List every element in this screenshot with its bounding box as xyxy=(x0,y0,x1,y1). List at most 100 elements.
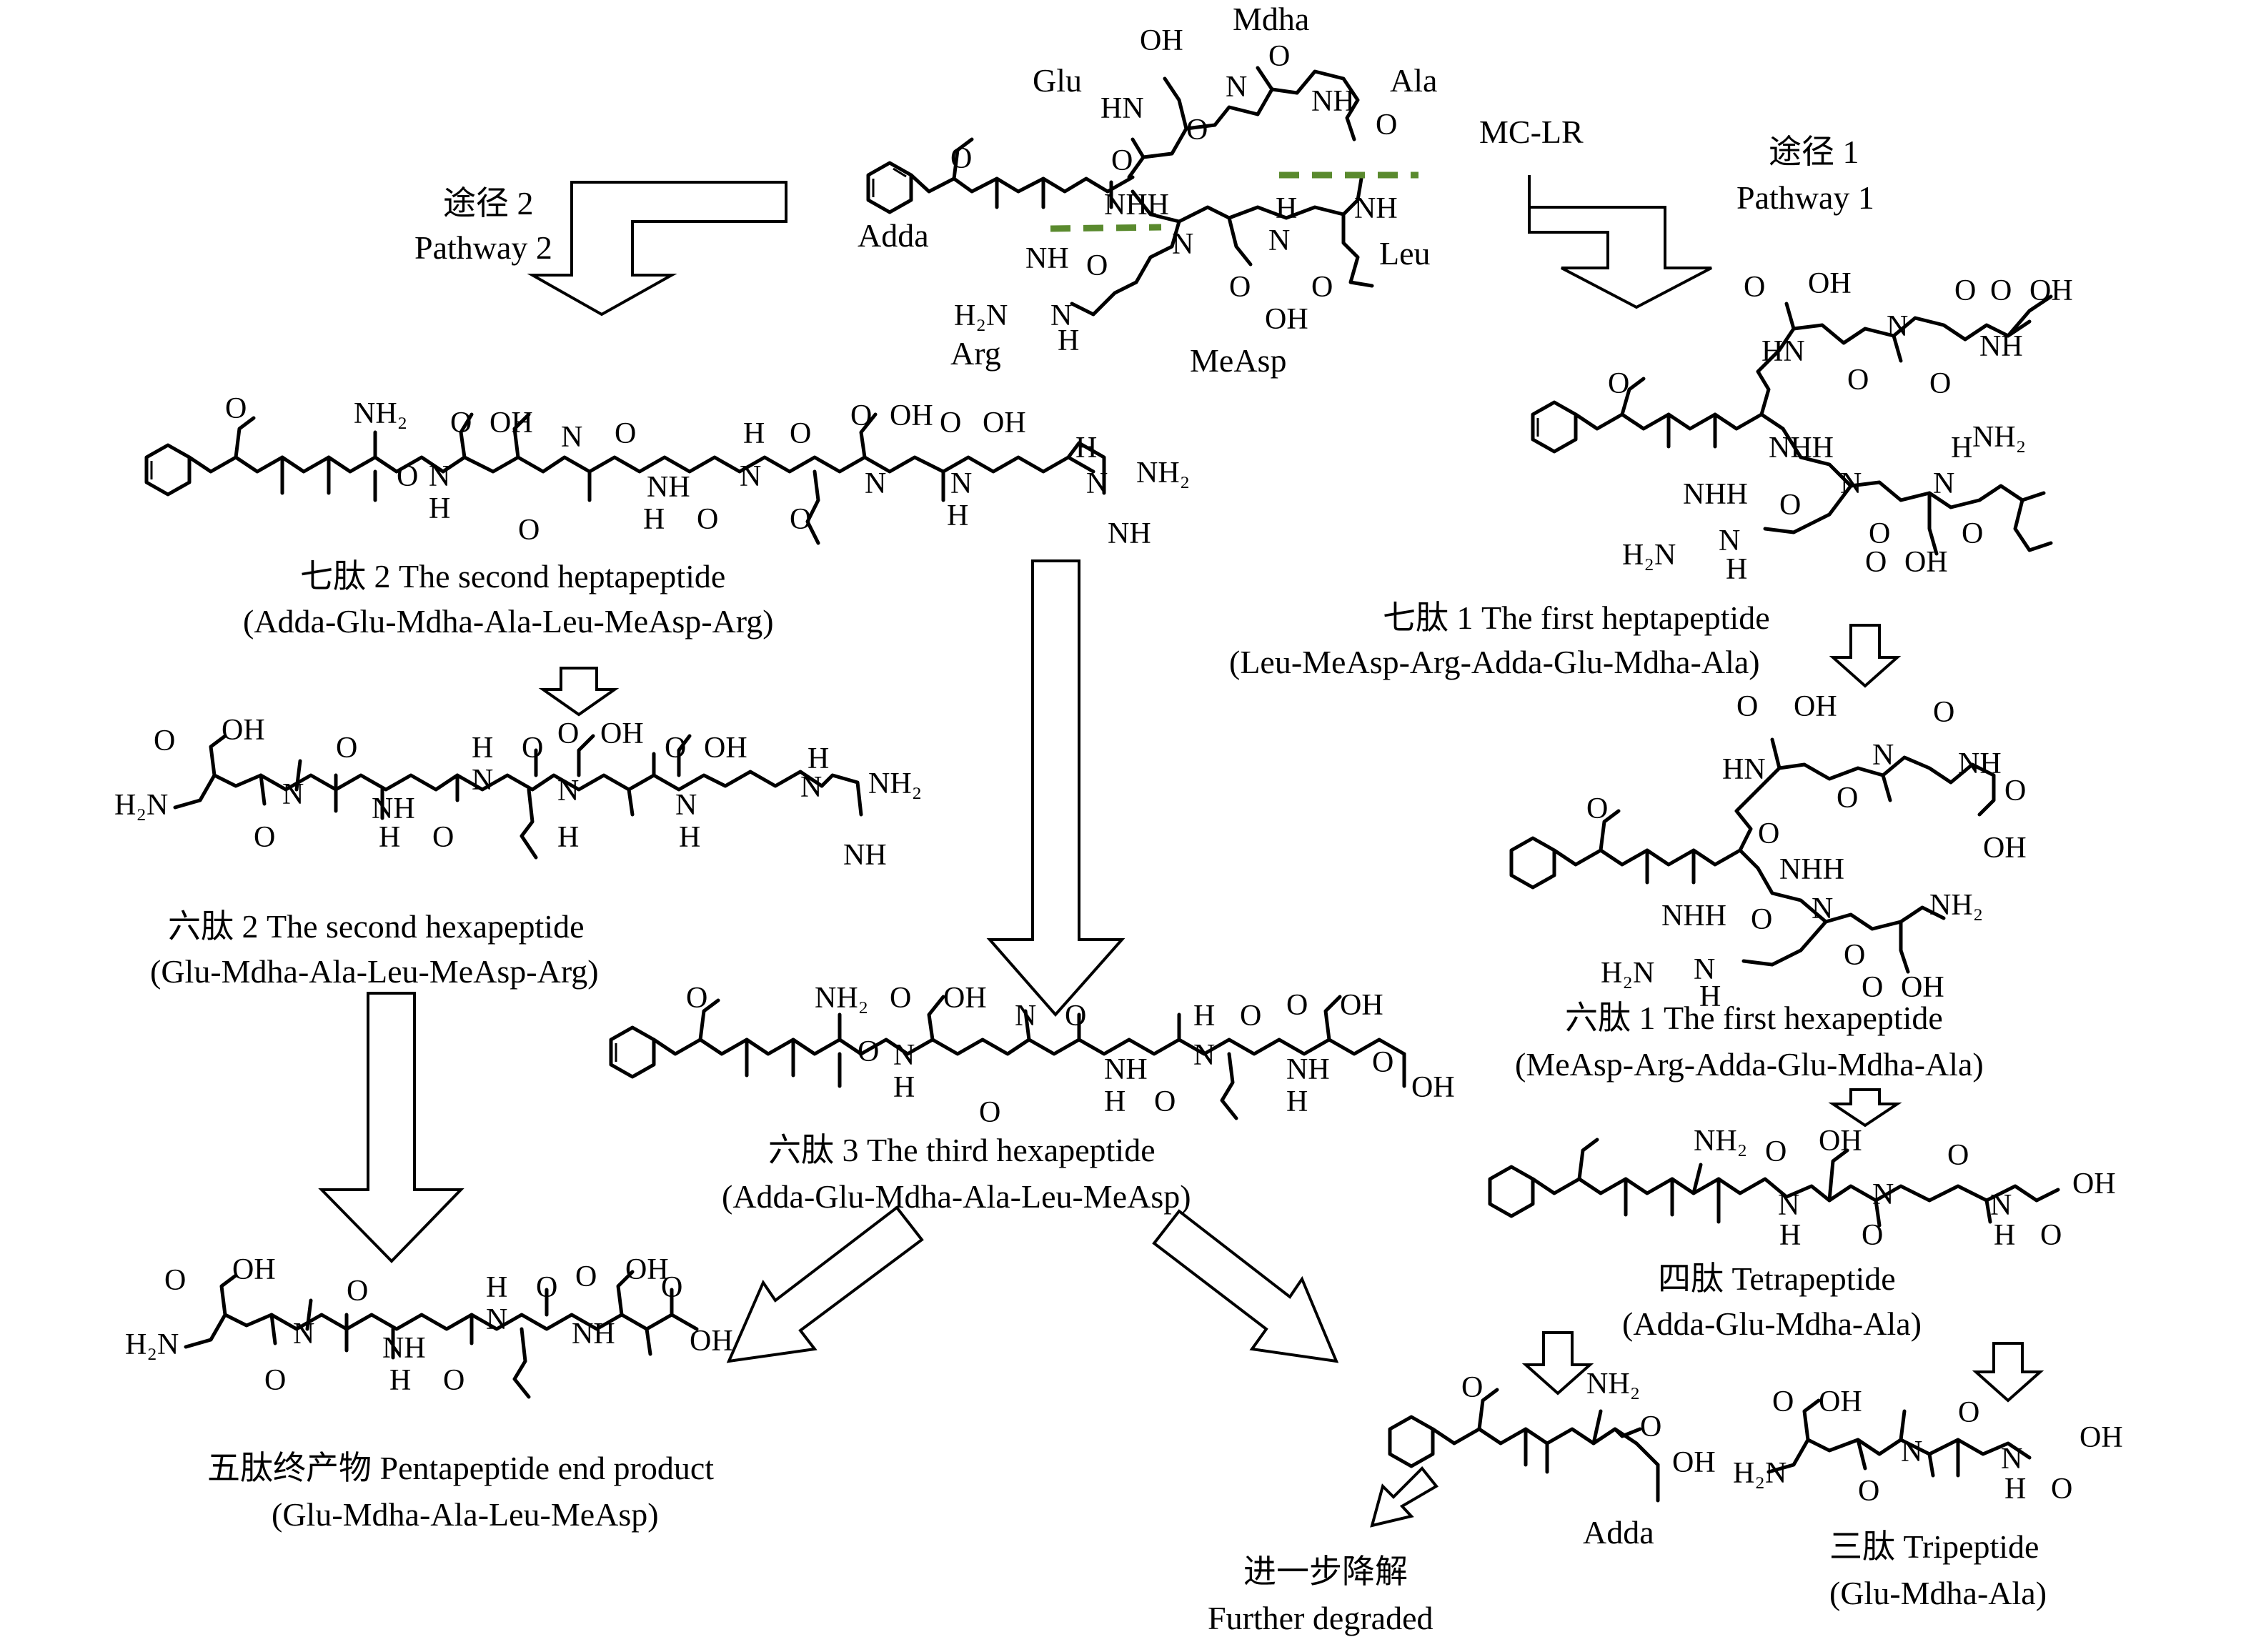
atom-label: N xyxy=(740,460,761,493)
atom-label: N xyxy=(1719,524,1740,557)
atom-label: N xyxy=(675,789,697,822)
atom-label: N xyxy=(1226,71,1247,104)
chemical-bond xyxy=(1295,69,1360,141)
atom-label: OH xyxy=(1819,1125,1862,1158)
atom-label: O xyxy=(1772,1385,1794,1418)
chemical-bond xyxy=(1256,87,1299,116)
atom-label: O xyxy=(1958,1396,1979,1429)
penta-label: 五肽终产物 Pentapeptide end product xyxy=(207,1450,714,1486)
atom-label: NH xyxy=(572,1318,615,1350)
atom-label: OH xyxy=(1904,546,1948,579)
parent-name-mclr: MC-LR xyxy=(1479,114,1584,150)
chemical-bond xyxy=(1477,1388,1499,1431)
chemical-bond xyxy=(1591,1409,1603,1446)
atom-label: H₂N xyxy=(1622,539,1676,572)
atom-label: OH xyxy=(1340,989,1383,1022)
atom-label: NH₂ xyxy=(354,397,407,430)
atom-label: O xyxy=(1311,271,1333,304)
atom-label: O xyxy=(575,1260,597,1293)
chemical-bond xyxy=(2006,294,2053,338)
atom-label: O xyxy=(1608,367,1629,400)
residue-label-adda: Adda xyxy=(858,217,929,254)
atom-label: O xyxy=(1736,690,1758,723)
diag-arrow-adda-further xyxy=(1370,1466,1439,1528)
atom-label: O xyxy=(1372,1046,1393,1079)
adda-structure: O NH₂ O OH xyxy=(1388,1368,1716,1503)
atom-label: O xyxy=(1847,364,1869,397)
hepta2-structure: O NH₂ O OH N O H O O OH O OH H O N NH N … xyxy=(144,392,1190,550)
atom-label: O xyxy=(432,821,454,854)
hexa1-sequence: (MeAsp-Arg-Adda-Glu-Mdha-Ala) xyxy=(1515,1046,1984,1083)
atom-label: OH xyxy=(1901,971,1944,1004)
hexa2-sequence: (Glu-Mdha-Ala-Leu-MeAsp-Arg) xyxy=(150,953,599,990)
atom-label: H xyxy=(472,732,493,765)
atom-label: O xyxy=(1240,1000,1261,1032)
atom-label: NH xyxy=(1104,1053,1148,1086)
atom-label: O xyxy=(790,417,811,450)
atom-label: N xyxy=(472,764,493,797)
tripeptide-label: 三肽 Tripeptide xyxy=(1829,1528,2039,1565)
atom-label: H₂N xyxy=(1601,957,1654,990)
atom-label: O xyxy=(522,732,543,765)
atom-label: O xyxy=(450,407,472,439)
chemical-bond xyxy=(1163,76,1188,131)
chemical-bond xyxy=(1256,66,1274,91)
atom-label: OH xyxy=(1411,1071,1455,1104)
atom-label: OH xyxy=(1819,1385,1862,1418)
atom-label: HN xyxy=(1100,92,1144,125)
atom-label: N xyxy=(1050,299,1072,332)
atom-label: H xyxy=(557,821,579,854)
atom-label: OH xyxy=(890,399,933,432)
chemical-bond xyxy=(1131,176,1363,224)
atom-label: H xyxy=(1951,432,1972,464)
atom-label: NHH xyxy=(1769,432,1834,464)
atom-label: N xyxy=(1193,1039,1215,1072)
penta-sequence: (Glu-Mdha-Ala-Leu-MeAsp) xyxy=(272,1496,659,1533)
atom-label: O xyxy=(264,1364,286,1397)
atom-label: O xyxy=(518,514,540,547)
chemical-bond xyxy=(952,137,974,181)
atom-label: N xyxy=(429,460,450,493)
tetra-structure: NH₂ O OH O OH N N N H O H O xyxy=(1488,1125,2116,1252)
chemical-bond xyxy=(1756,302,1796,417)
atom-label: HN xyxy=(1761,335,1805,368)
atom-label: N xyxy=(1086,467,1108,500)
atom-label: O xyxy=(686,982,707,1015)
atom-label: OH xyxy=(625,1253,669,1286)
hexa3-label: 六肽 3 The third hexapeptide xyxy=(768,1132,1156,1168)
atom-label: O xyxy=(1086,249,1108,282)
chemical-bond xyxy=(1766,1438,2032,1474)
atom-label: O xyxy=(1461,1371,1483,1404)
atom-label: NH₂ xyxy=(1694,1125,1747,1158)
diag-arrow-hexa3-to-penta xyxy=(726,1205,924,1363)
hexa1-label: 六肽 1 The first hexapeptide xyxy=(1565,1000,1943,1036)
atom-label: NHH xyxy=(1661,900,1726,932)
atom-label: O xyxy=(1858,1475,1879,1508)
chemical-bond xyxy=(1777,755,1996,785)
atom-label: NH₂ xyxy=(1929,889,1983,922)
atom-label: H₂N xyxy=(125,1328,179,1361)
atom-label: N xyxy=(1694,953,1715,986)
chemical-bond xyxy=(1927,491,1939,556)
hepta1-label: 七肽 1 The first heptapeptide xyxy=(1383,599,1770,636)
atom-label: N xyxy=(800,771,822,804)
atom-label: O xyxy=(557,717,579,750)
atom-label: NH xyxy=(1979,330,2023,363)
atom-label: H xyxy=(2004,1473,2026,1506)
atom-label: OH xyxy=(690,1325,733,1358)
chemical-bond xyxy=(1066,441,1106,495)
atom-label: O xyxy=(1376,109,1397,141)
chemical-bond xyxy=(144,443,192,497)
chemical-bond xyxy=(1691,1163,1703,1195)
chemical-bond xyxy=(184,1313,699,1349)
atom-label: O xyxy=(164,1264,186,1297)
chemical-bond xyxy=(1023,1009,1031,1042)
tripeptide-sequence: (Glu-Mdha-Ala) xyxy=(1829,1575,2047,1611)
chemical-bond xyxy=(1213,105,1260,127)
chemical-bond xyxy=(234,416,256,459)
hexa3-structure: O NH₂ O OH N O H O O OH O N NH N NH OH O… xyxy=(609,982,1455,1129)
residue-label-measp: MeAsp xyxy=(1190,342,1286,379)
chemical-bond xyxy=(698,998,720,1042)
chemical-bond xyxy=(1323,995,1342,1042)
long-arrow-hexa2-to-penta xyxy=(318,992,464,1263)
